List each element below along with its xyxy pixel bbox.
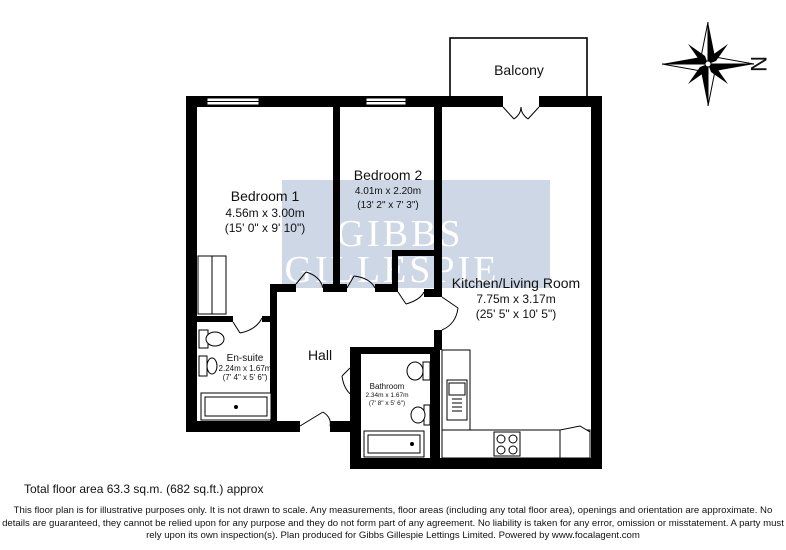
- kitchen-fixtures: [441, 349, 591, 459]
- toilet: [406, 361, 424, 381]
- doors: [232, 271, 459, 427]
- kitchen-name: Kitchen/Living Room: [452, 275, 580, 291]
- balcony-label: Balcony: [494, 62, 544, 78]
- total-floor-area: Total floor area 63.3 sq.m. (682 sq.ft.)…: [24, 482, 264, 496]
- bathroom-fixtures: [363, 361, 431, 458]
- disclaimer-text: This floor plan is for illustrative purp…: [2, 505, 784, 542]
- ensuite-name: En-suite: [227, 353, 264, 364]
- floor-plan: GIBBS GILLESPIE: [186, 21, 771, 469]
- ensuite-fixtures: [197, 255, 272, 421]
- balcony-door-gap: [503, 96, 539, 107]
- fridge: [559, 425, 591, 459]
- bedroom2-imperial: (13' 2" x 7' 3"): [357, 200, 419, 211]
- balcony-door: [502, 106, 540, 120]
- toilet: [205, 331, 225, 347]
- bathroom-name: Bathroom: [370, 382, 405, 391]
- bedroom1-imperial: (15' 0" x 9' 10"): [225, 221, 305, 235]
- windows: [206, 97, 407, 106]
- bedroom1-metric: 4.56m x 3.00m: [225, 206, 304, 220]
- bathroom-imperial: (7' 8" x 5' 6"): [369, 400, 405, 407]
- sink: [410, 406, 426, 424]
- bedroom2-name: Bedroom 2: [354, 167, 423, 183]
- sink: [206, 357, 218, 375]
- compass-north-label: N: [746, 56, 771, 72]
- ensuite-metric: 2.24m x 1.67m: [219, 364, 272, 373]
- compass-rose-icon: [661, 21, 755, 107]
- kitchen-imperial: (25' 5" x 10' 5"): [476, 307, 556, 321]
- watermark-panel: [282, 180, 550, 288]
- ensuite-imperial: (7' 4" x 5' 6"): [223, 373, 268, 382]
- bedroom2-metric: 4.01m x 2.20m: [355, 186, 421, 197]
- bedroom1-name: Bedroom 1: [231, 188, 300, 204]
- kitchen-metric: 7.75m x 3.17m: [476, 292, 555, 306]
- hall-label: Hall: [308, 347, 332, 363]
- interior-walls: [197, 107, 442, 458]
- bathroom-metric: 2.34m x 1.67m: [366, 392, 409, 399]
